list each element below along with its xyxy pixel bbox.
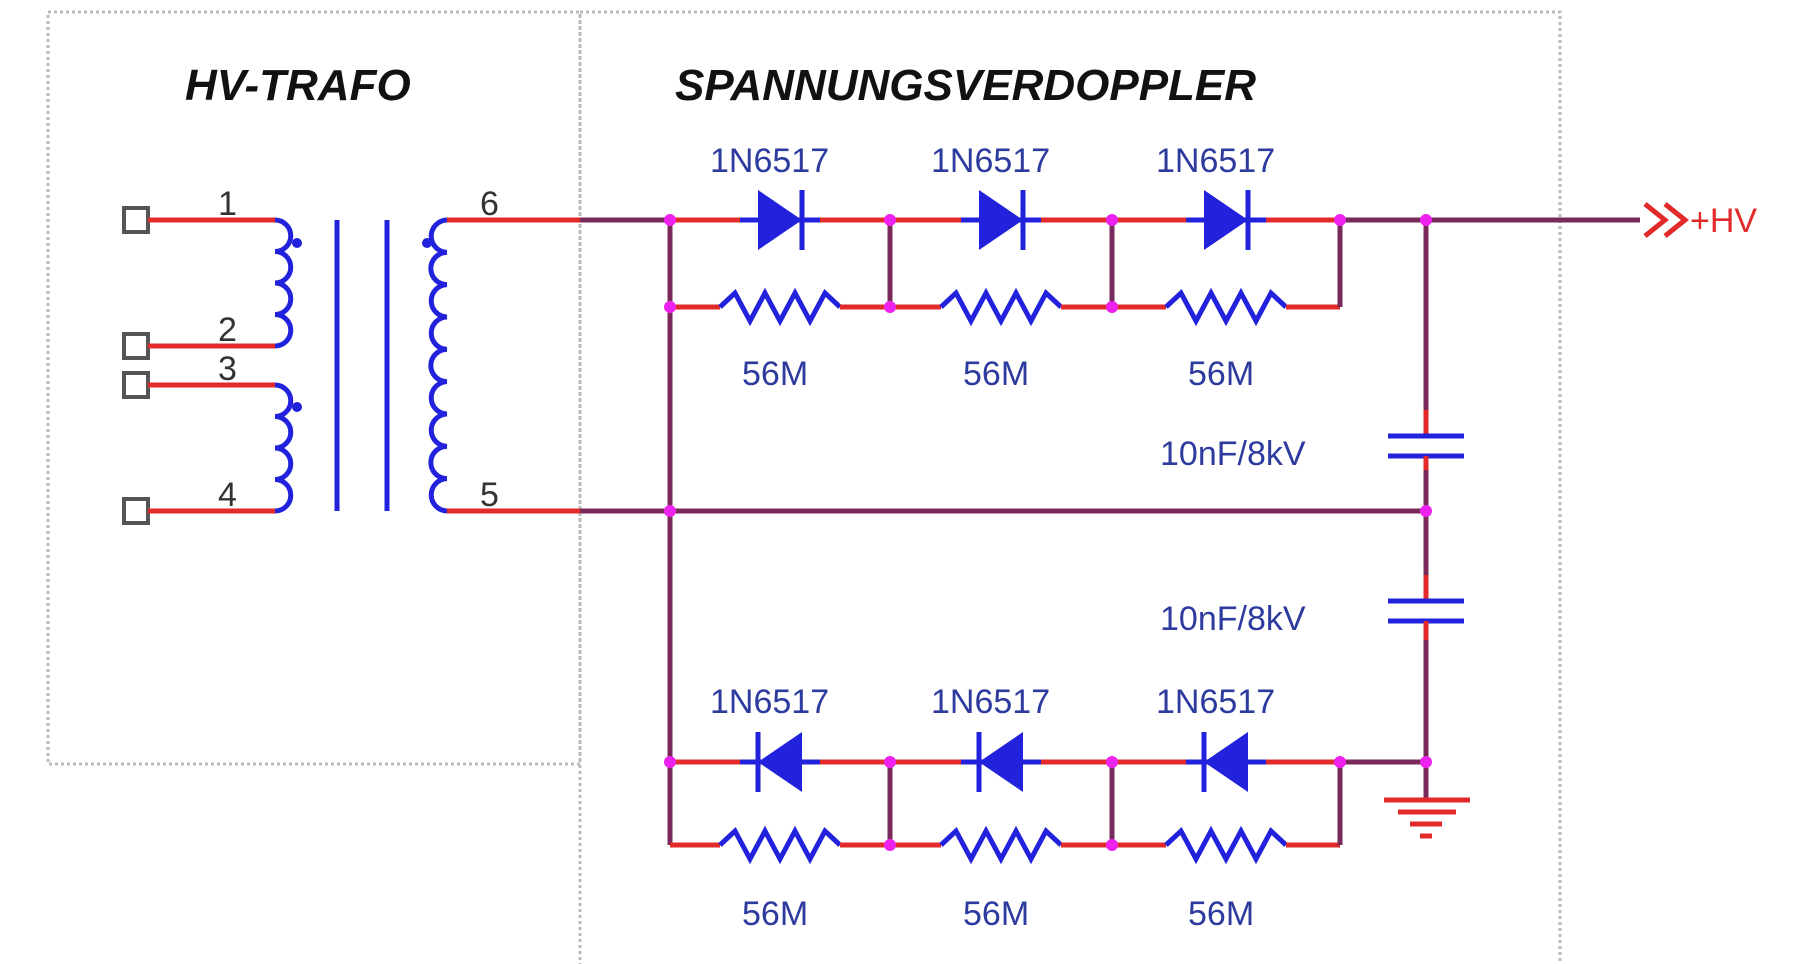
doubler-nets — [580, 217, 1640, 845]
upper-resistor-2 — [890, 220, 1115, 327]
capacitor-1 — [1388, 410, 1464, 470]
pin-label-5: 5 — [480, 476, 499, 514]
junction-dot-13 — [1106, 756, 1118, 768]
junction-dot-15 — [1420, 756, 1432, 768]
lower-diode-2 — [890, 732, 1112, 792]
output-label: +HV — [1690, 202, 1757, 240]
junction-dot-5 — [1420, 214, 1432, 226]
junction-dot-16 — [884, 839, 896, 851]
pin-pad-1[interactable] — [122, 206, 150, 234]
lower-diode-label-3: 1N6517 — [1156, 683, 1275, 721]
upper-resistor-label-1: 56M — [742, 355, 808, 393]
junction-dot-6 — [664, 301, 676, 313]
upper-resistor-3 — [1112, 220, 1343, 327]
pin-label-2: 2 — [218, 311, 237, 349]
junction-dot-9 — [664, 505, 676, 517]
pin-pad-3[interactable] — [122, 371, 150, 399]
ground-icon — [1384, 797, 1470, 839]
junction-dot-11 — [664, 756, 676, 768]
lower-resistor-2 — [890, 762, 1115, 865]
doubler-block-frame — [578, 10, 1562, 964]
double-chevron-right-icon[interactable] — [1643, 202, 1690, 238]
upper-diode-3 — [1112, 190, 1340, 250]
pin-label-3: 3 — [218, 350, 237, 388]
junction-dot-10 — [1420, 505, 1432, 517]
junction-dots — [664, 214, 1432, 851]
pin-pad-4[interactable] — [122, 497, 150, 525]
upper-resistor-label-2: 56M — [963, 355, 1029, 393]
transformer-block-title: HV-TRAFO — [185, 61, 411, 110]
lower-diode-label-1: 1N6517 — [710, 683, 829, 721]
upper-resistor-label-3: 56M — [1188, 355, 1254, 393]
pin-label-6: 6 — [480, 185, 499, 223]
diode-resistor-chains: 1N6517 56M 1N6517 56M 1N6517 56M 1N6517 56M 1N65… — [670, 142, 1343, 933]
junction-dot-17 — [1106, 839, 1118, 851]
junction-dot-14 — [1334, 756, 1346, 768]
upper-diode-label-1: 1N6517 — [710, 142, 829, 180]
junction-dot-7 — [884, 301, 896, 313]
primary-winding-1 — [274, 217, 294, 349]
capacitor-label-2: 10nF/8kV — [1160, 600, 1306, 638]
upper-resistor-1 — [670, 220, 893, 327]
junction-dot-4 — [1334, 214, 1346, 226]
junction-dot-12 — [884, 756, 896, 768]
lower-diode-label-2: 1N6517 — [931, 683, 1050, 721]
upper-diode-label-2: 1N6517 — [931, 142, 1050, 180]
polarity-dot-secondary — [422, 238, 432, 248]
pin-label-4: 4 — [218, 476, 237, 514]
primary-winding-2 — [274, 382, 294, 514]
capacitor-2 — [1388, 575, 1464, 640]
upper-diode-2 — [890, 190, 1112, 250]
polarity-dot-primary-2 — [292, 402, 302, 412]
junction-dot-2 — [884, 214, 896, 226]
pin-pad-2[interactable] — [122, 332, 150, 360]
doubler-block-title: SPANNUNGSVERDOPPLER — [675, 61, 1256, 110]
capacitor-label-1: 10nF/8kV — [1160, 435, 1306, 473]
upper-diode-label-3: 1N6517 — [1156, 142, 1275, 180]
secondary-winding — [428, 217, 448, 514]
junction-dot-1 — [664, 214, 676, 226]
lower-resistor-3 — [1112, 762, 1343, 865]
lower-resistor-1 — [670, 762, 893, 865]
lower-diode-3 — [1112, 732, 1340, 792]
polarity-dot-primary-1 — [292, 238, 302, 248]
transformer: 1 2 3 4 6 5 — [122, 185, 580, 525]
lower-resistor-label-3: 56M — [1188, 895, 1254, 933]
junction-dot-3 — [1106, 214, 1118, 226]
transformer-block-frame — [46, 10, 582, 766]
lower-diode-1 — [670, 732, 890, 792]
junction-dot-8 — [1106, 301, 1118, 313]
lower-resistor-label-1: 56M — [742, 895, 808, 933]
upper-diode-1 — [670, 190, 890, 250]
lower-resistor-label-2: 56M — [963, 895, 1029, 933]
pin-label-1: 1 — [218, 185, 237, 223]
